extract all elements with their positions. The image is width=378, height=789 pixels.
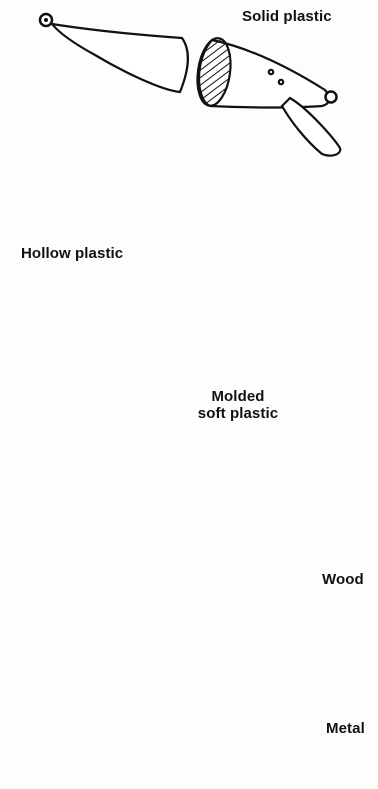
label-molded-line1: Molded <box>188 388 288 405</box>
label-molded-line2: soft plastic <box>188 405 288 422</box>
rear-eye <box>326 92 337 103</box>
solid-front-half <box>52 24 188 92</box>
label-wood: Wood <box>322 571 364 588</box>
solid-plastic-lure <box>40 14 340 156</box>
label-molded-soft-plastic: Molded soft plastic <box>188 388 288 422</box>
label-hollow-plastic: Hollow plastic <box>21 245 123 262</box>
label-solid-plastic: Solid plastic <box>242 8 332 25</box>
label-metal: Metal <box>326 720 365 737</box>
